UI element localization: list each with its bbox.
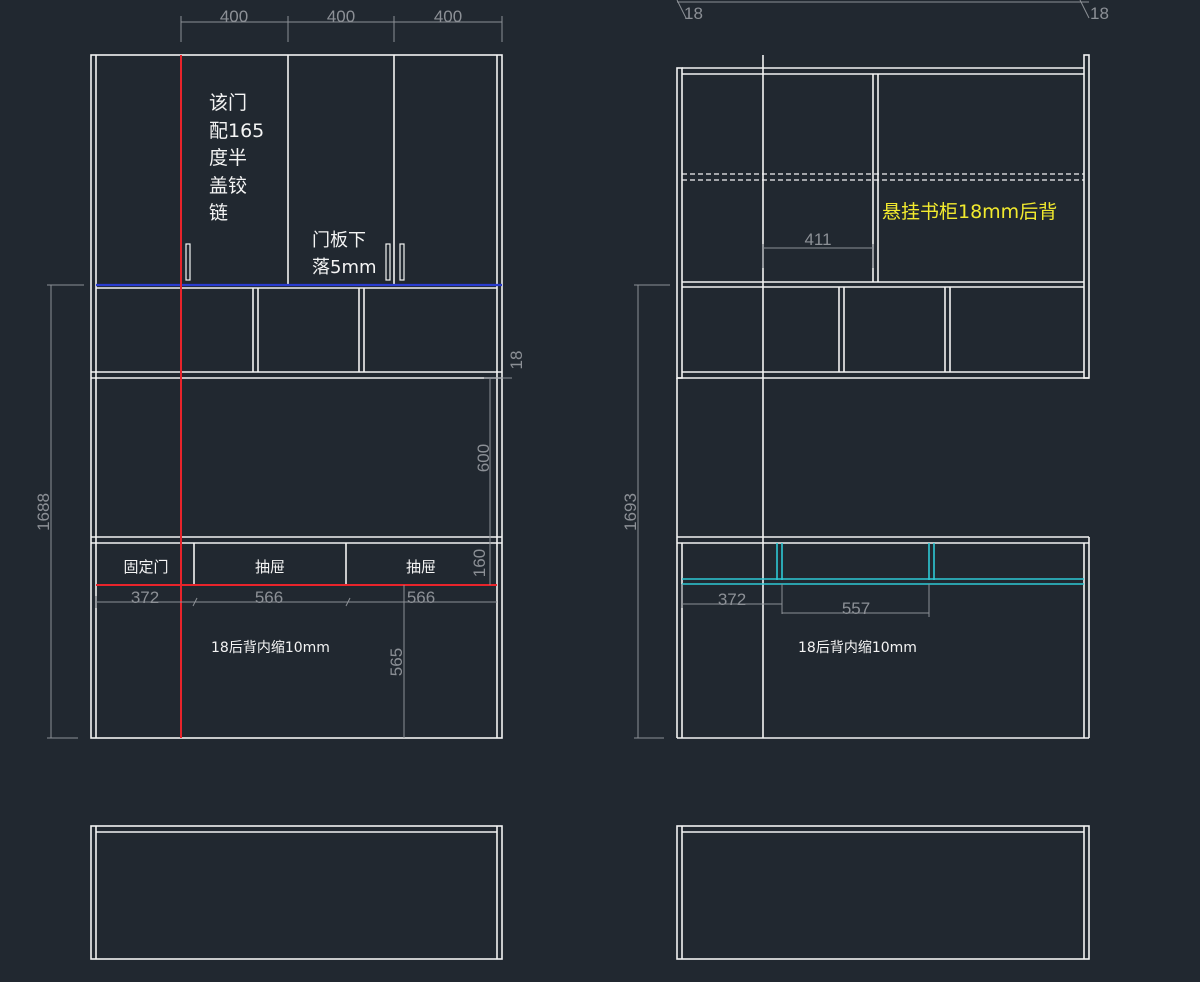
- dim-lower-height: 565: [387, 648, 406, 676]
- left-plan-view: [90, 825, 503, 960]
- dim-drawer-width-2: 566: [255, 588, 283, 607]
- left-cabinet-elevation: [90, 54, 503, 739]
- door-handle-icon: [385, 243, 391, 281]
- dim-top-width-2: 400: [327, 7, 355, 26]
- dim-drawer-width-1: 372: [131, 588, 159, 607]
- right-back-panel-note: 18后背内缩10mm: [798, 640, 917, 656]
- dim-total-height: 1688: [34, 493, 53, 531]
- left-dimensions: 400 400 400 1688 18 600 160 565 372 566 …: [34, 7, 526, 739]
- hinge-note-line-2: 配165: [209, 120, 264, 142]
- dim-drawer-width-3: 566: [407, 588, 435, 607]
- right-annotations: 悬挂书柜18mm后背 18后背内缩10mm: [798, 201, 1057, 656]
- door-drop-note-line-2: 落5mm: [312, 257, 377, 278]
- drawer-label-drawer-1: 抽屉: [255, 558, 285, 576]
- hinge-note-line-4: 盖铰: [209, 175, 247, 197]
- dim-lower-width-2: 557: [842, 599, 870, 618]
- dim-right-total-height: 1693: [621, 493, 640, 531]
- drawer-label-drawer-2: 抽屉: [406, 558, 436, 576]
- left-annotations: 该门 配165 度半 盖铰 链 门板下 落5mm 固定门 抽屉 抽屉 18后背内…: [123, 92, 436, 656]
- hinge-note-line-1: 该门: [209, 92, 247, 114]
- dim-panel-thickness: 18: [507, 351, 526, 370]
- right-dimensions: 18 18 411 1693 372 557: [621, 0, 1109, 739]
- hanging-cabinet-back-note: 悬挂书柜18mm后背: [882, 201, 1057, 223]
- dim-lower-width-1: 372: [718, 590, 746, 609]
- dim-shelf-width: 411: [804, 230, 831, 249]
- dim-top-width-1: 400: [220, 7, 248, 26]
- dim-drawer-height: 160: [470, 549, 489, 577]
- dim-top-panel-right: 18: [1090, 4, 1109, 23]
- hinge-note-line-3: 度半: [209, 147, 247, 169]
- right-cabinet-section: [676, 54, 1090, 739]
- right-plan-view: [676, 825, 1090, 960]
- door-drop-note-line-1: 门板下: [312, 230, 366, 251]
- door-handle-icon: [399, 243, 405, 281]
- back-panel-note: 18后背内缩10mm: [211, 640, 330, 656]
- dim-top-panel-left: 18: [684, 4, 703, 23]
- hinge-note-line-5: 链: [209, 202, 228, 224]
- dim-opening-height: 600: [474, 444, 493, 472]
- door-handle-icon: [185, 243, 191, 281]
- dim-top-width-3: 400: [434, 7, 462, 26]
- drawer-label-fixed-door: 固定门: [123, 558, 168, 576]
